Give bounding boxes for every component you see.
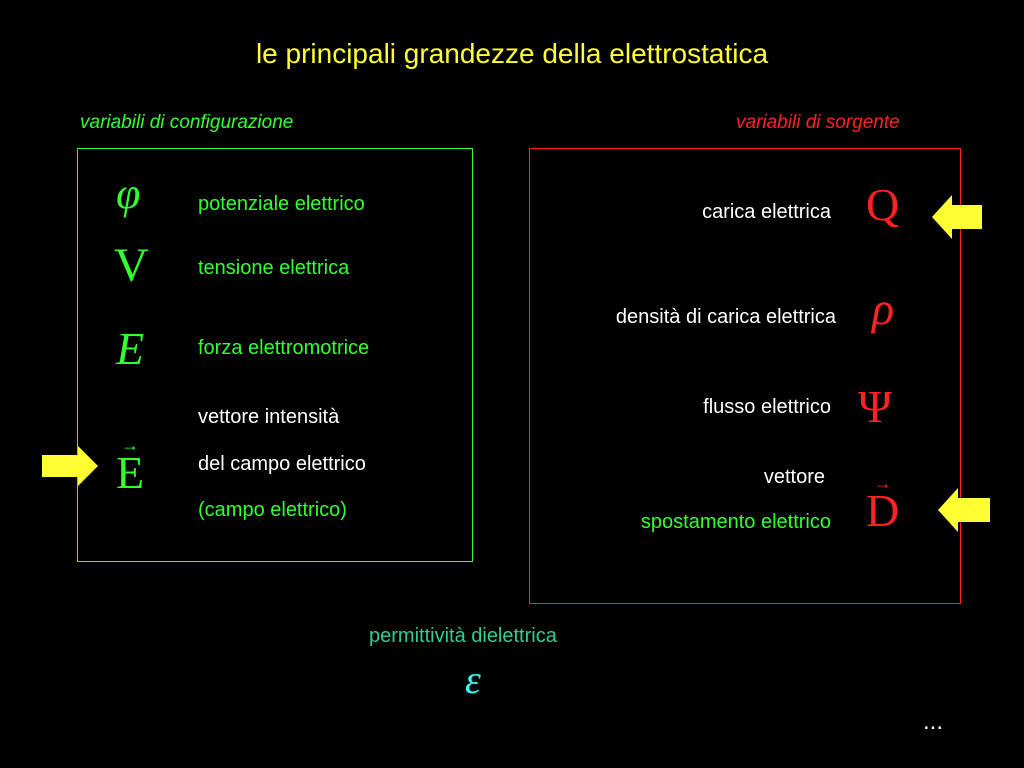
vector-arrow-icon: → xyxy=(873,473,892,493)
phi-symbol: φ xyxy=(116,169,141,218)
potential-label: potenziale elettrico xyxy=(198,193,365,215)
electric-flux-label: flusso elettrico xyxy=(703,396,831,418)
displacement-label-line1: vettore xyxy=(763,466,825,488)
displacement-letter: D xyxy=(866,485,900,536)
right-arrow-icon xyxy=(42,446,98,486)
config-variables-box xyxy=(77,148,473,562)
permittivity-label: permittività dielettrica xyxy=(369,625,557,647)
vector-arrow-icon: → xyxy=(121,435,140,455)
heading-source-variables: variabili di sorgente xyxy=(736,112,900,133)
left-arrow-icon xyxy=(938,488,990,532)
v-symbol: V xyxy=(114,239,149,292)
electric-field-letter: E xyxy=(116,447,145,498)
voltage-label: tensione elettrica xyxy=(198,257,350,279)
page-title: le principali grandezze della elettrosta… xyxy=(255,38,769,69)
field-label-line3: (campo elettrico) xyxy=(198,499,347,521)
field-label-line1: vettore intensità xyxy=(198,406,340,428)
source-variables-box xyxy=(529,148,961,604)
displacement-symbol: → D xyxy=(866,474,900,537)
charge-label: carica elettrica xyxy=(702,201,831,223)
emf-label: forza elettromotrice xyxy=(198,337,370,359)
rho-symbol: ρ xyxy=(872,283,895,334)
electric-field-symbol: → E xyxy=(116,436,145,499)
charge-density-label: densità di carica elettrica xyxy=(615,306,836,328)
heading-config-variables: variabili di configurazione xyxy=(80,112,294,133)
emf-symbol: E xyxy=(116,323,145,374)
ellipsis: ... xyxy=(923,708,944,735)
q-symbol: Q xyxy=(866,179,900,230)
left-arrow-icon xyxy=(932,195,982,239)
displacement-label-line2: spostamento elettrico xyxy=(640,511,831,533)
psi-symbol: Ψ xyxy=(858,381,892,432)
field-label-line2: del campo elettrico xyxy=(198,453,366,475)
epsilon-symbol: ε xyxy=(465,657,481,702)
